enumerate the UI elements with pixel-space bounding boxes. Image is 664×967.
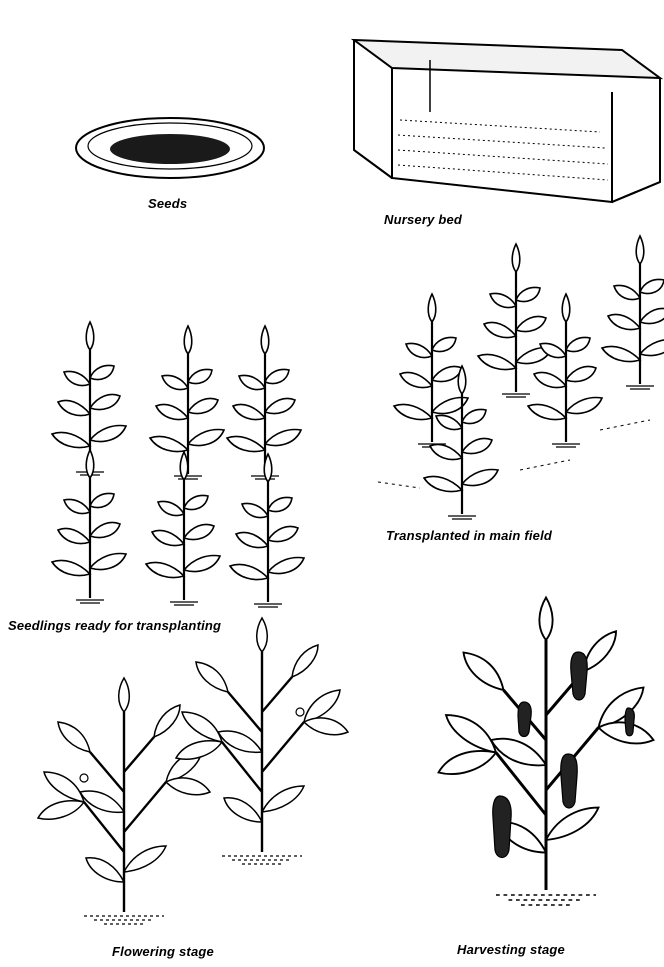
caption-seeds: Seeds bbox=[148, 196, 187, 211]
caption-flowering: Flowering stage bbox=[112, 944, 214, 959]
transplanted-field bbox=[378, 236, 664, 519]
caption-nursery-bed: Nursery bed bbox=[384, 212, 462, 227]
flowering-plants bbox=[38, 618, 348, 924]
nursery-bed bbox=[354, 40, 660, 202]
caption-harvesting: Harvesting stage bbox=[457, 942, 565, 957]
harvesting-plant bbox=[439, 598, 654, 906]
seeds-dish bbox=[76, 118, 264, 178]
caption-transplanted: Transplanted in main field bbox=[386, 528, 552, 543]
caption-seedlings: Seedlings ready for transplanting bbox=[8, 618, 221, 633]
seedlings-group bbox=[52, 322, 304, 607]
